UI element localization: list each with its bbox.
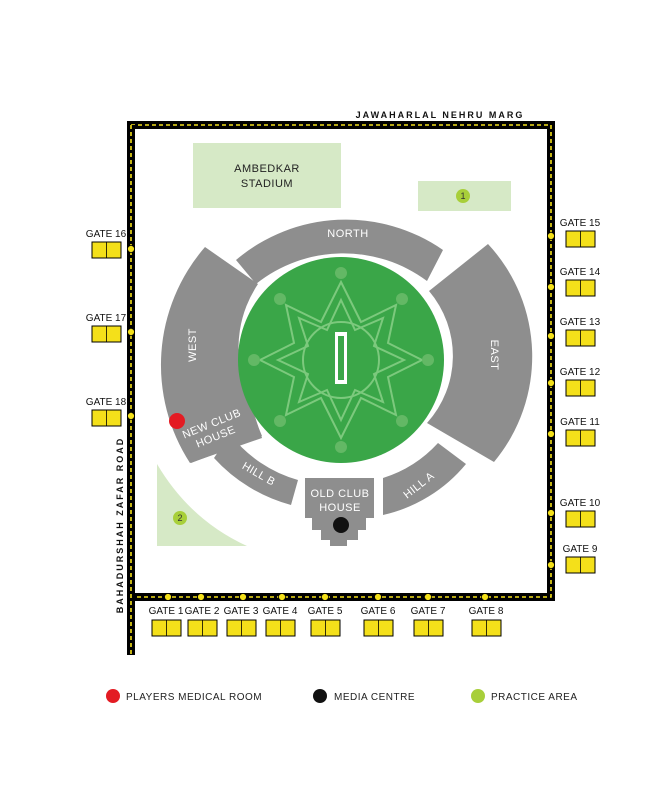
gate-12[interactable]: GATE 12 (560, 367, 601, 397)
stand-east (427, 244, 533, 462)
gate-14[interactable]: GATE 14 (560, 267, 601, 297)
gate-17-label: GATE 17 (86, 313, 127, 324)
gate-5-label: GATE 5 (308, 606, 343, 617)
gate-15-label: GATE 15 (560, 218, 601, 229)
gate-16[interactable]: GATE 16 (86, 229, 127, 259)
legend-label-medical: PLAYERS MEDICAL ROOM (126, 692, 262, 703)
old-club-house-label-line1: OLD CLUB (310, 488, 369, 500)
stand-hill-b (214, 434, 298, 505)
road-label-top: JAWAHARLAL NEHRU MARG (356, 110, 525, 120)
stand-north (236, 219, 443, 284)
medical-dot-icon (106, 689, 120, 703)
stand-old-club-house (305, 478, 374, 546)
stand-new-club-house (177, 392, 262, 463)
gate-18[interactable]: GATE 18 (86, 397, 127, 427)
road-label-left: BAHADURSHAH ZAFAR ROAD (115, 437, 125, 614)
road-network (127, 121, 555, 655)
pitch-inner (338, 336, 344, 380)
field-pattern (257, 279, 425, 441)
gate-8-label: GATE 8 (469, 606, 504, 617)
gate-11-label: GATE 11 (560, 417, 600, 428)
stand-east-label: EAST (488, 340, 500, 371)
legend-item-medical: PLAYERS MEDICAL ROOM (106, 689, 262, 703)
gate-15[interactable]: GATE 15 (560, 218, 601, 248)
media-dot-icon (313, 689, 327, 703)
practice-area-2-number: 2 (177, 513, 182, 523)
legend: PLAYERS MEDICAL ROOM MEDIA CENTRE PRACTI… (106, 689, 578, 703)
road-dash (130, 124, 552, 598)
gates-left: GATE 16 GATE 17 GATE 18 (86, 229, 127, 427)
gate-1-label: GATE 1 (149, 606, 184, 617)
gate-dots (127, 232, 555, 601)
legend-label-media: MEDIA CENTRE (334, 692, 415, 703)
ambedkar-stadium-label-line2: STADIUM (241, 178, 293, 190)
gate-16-label: GATE 16 (86, 229, 127, 240)
gate-12-label: GATE 12 (560, 367, 601, 378)
gate-8[interactable]: GATE 8 (469, 606, 504, 637)
stands: NORTH EAST WEST NEW CLUB HOUSE HILL B OL… (160, 219, 533, 546)
gate-10-label: GATE 10 (560, 498, 601, 509)
legend-label-practice: PRACTICE AREA (491, 692, 578, 703)
gate-9-label: GATE 9 (563, 544, 598, 555)
gate-5[interactable]: GATE 5 (308, 606, 343, 637)
gate-18-label: GATE 18 (86, 397, 127, 408)
ambedkar-stadium-label-line1: AMBEDKAR (234, 163, 300, 175)
gate-6[interactable]: GATE 6 (361, 606, 396, 637)
gate-7-label: GATE 7 (411, 606, 446, 617)
gate-7[interactable]: GATE 7 (411, 606, 446, 637)
gate-9[interactable]: GATE 9 (563, 544, 598, 574)
practice-area-1-marker (456, 189, 470, 203)
old-club-house-label-line2: HOUSE (319, 502, 361, 514)
gate-6-label: GATE 6 (361, 606, 396, 617)
practice-area-1-number: 1 (460, 191, 465, 201)
gate-2-label: GATE 2 (185, 606, 220, 617)
gate-3[interactable]: GATE 3 (224, 606, 259, 637)
gate-4-label: GATE 4 (263, 606, 298, 617)
stand-hill-a (383, 443, 466, 515)
gate-1[interactable]: GATE 1 (149, 606, 184, 637)
gate-13[interactable]: GATE 13 (560, 317, 601, 347)
stand-north-label: NORTH (327, 228, 368, 240)
gate-13-label: GATE 13 (560, 317, 601, 328)
gate-4[interactable]: GATE 4 (263, 606, 298, 637)
players-medical-room-marker (169, 413, 185, 429)
stand-west-label: WEST (187, 328, 199, 362)
gate-14-label: GATE 14 (560, 267, 601, 278)
gate-3-label: GATE 3 (224, 606, 259, 617)
practice-dot-icon (471, 689, 485, 703)
gate-2[interactable]: GATE 2 (185, 606, 220, 637)
ambedkar-stadium-area (193, 143, 341, 208)
field-dots (248, 267, 434, 453)
gates-bottom: GATE 1 GATE 2 GATE 3 GATE 4 GATE 5 GATE … (149, 606, 504, 637)
legend-item-practice: PRACTICE AREA (471, 689, 578, 703)
practice-area-2-marker (173, 511, 187, 525)
gate-10[interactable]: GATE 10 (560, 498, 601, 528)
cricket-field (238, 257, 444, 463)
media-centre-marker (333, 517, 349, 533)
gate-17[interactable]: GATE 17 (86, 313, 127, 343)
gate-11[interactable]: GATE 11 (560, 417, 600, 447)
practice-area-2 (157, 464, 247, 546)
gates-right: GATE 15 GATE 14 GATE 13 GATE 12 GATE 11 … (560, 218, 601, 574)
legend-item-media: MEDIA CENTRE (313, 689, 415, 703)
